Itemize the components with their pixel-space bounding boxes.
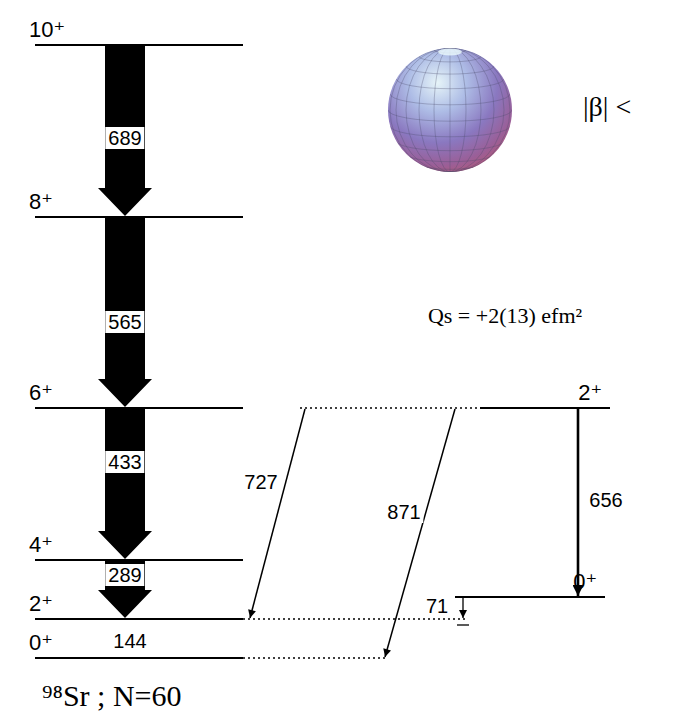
deformation-label: |β| < [583,92,631,123]
energy-level: 4⁺ [35,559,243,561]
transition-energy: 727 [241,471,280,493]
energy-level: 10⁺ [35,44,243,46]
quadrupole-moment: Qs = +2(13) efm² [428,304,582,328]
energy-level: 0⁺ [455,596,605,598]
energy-level: 2⁺ [35,618,243,620]
bracket [457,624,469,625]
transition-energy: 433 [105,451,144,473]
spherical-nucleus [388,48,512,173]
transition-energy: 289 [105,564,144,586]
spin-label: 10⁺ [29,18,65,42]
gamma-transition [98,218,152,407]
level-extension [243,408,480,658]
sphere-body [388,48,512,172]
energy-level: 6⁺ [35,407,243,409]
spin-label: 8⁺ [29,190,53,214]
dotted-level-line [300,407,480,408]
sphere-grid [388,48,512,173]
spin-label: 6⁺ [29,381,53,405]
gamma-transition [250,409,305,618]
transition-energy: 656 [586,489,625,511]
spin-label: 2⁺ [578,381,602,405]
transition-energy: 144 [113,630,146,652]
nucleus-label: ⁹⁸Sr ; N=60 [42,679,182,712]
sphere-cap [438,49,462,56]
gamma-transition [577,409,580,596]
dotted-level-line [243,618,468,619]
energy-level: 8⁺ [35,216,243,218]
spin-label: 0⁺ [29,631,53,655]
spin-label: 0⁺ [573,570,597,594]
gamma-transition [462,598,463,618]
transition-energy: 871 [384,501,423,523]
energy-level: 0⁺ [35,657,243,659]
spin-label: 2⁺ [29,592,53,616]
gamma-transition [98,409,152,559]
gamma-transition [98,561,152,618]
transition-energy: 565 [105,311,144,333]
transition-energy: 689 [105,127,144,149]
energy-level: 2⁺ [480,407,610,409]
dotted-level-line [243,657,388,658]
gamma-transition [385,409,455,657]
bracket-tick [457,624,469,625]
spin-label: 4⁺ [29,533,53,557]
gamma-transition [98,46,152,216]
transition-energy: 71 [423,595,451,617]
